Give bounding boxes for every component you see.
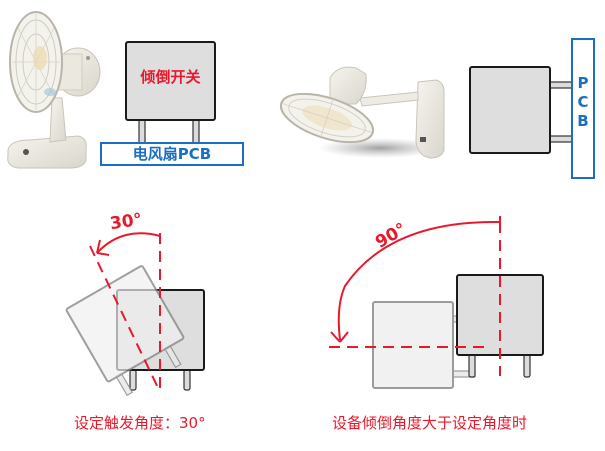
arrow-head-icon — [330, 331, 349, 343]
caption-trigger-angle: 设定触发角度：30° — [74, 414, 206, 432]
desk-fan-image — [7, 11, 101, 169]
vertical-pcb-label: P C B — [572, 74, 594, 131]
angle-arc-30 — [96, 232, 161, 254]
pcb-letter-p: P — [577, 74, 589, 92]
tilted-switch-30 — [65, 265, 185, 397]
pcb-letter-b: B — [577, 112, 589, 130]
caption-tilt-exceeds: 设备倾倒角度大于设定角度时 — [332, 414, 528, 432]
fan-pcb-board — [100, 142, 244, 166]
fallen-switch-90 — [372, 301, 476, 389]
vertical-pcb-board — [571, 38, 595, 179]
wall-fan-image — [279, 66, 445, 159]
tilt-switch-label: 倾倒开关 — [140, 68, 201, 86]
fan-pcb-label: 电风扇PCB — [132, 145, 212, 163]
pcb-letter-c: C — [577, 93, 589, 111]
arrow-head-icon — [96, 239, 110, 256]
angle-arc-90 — [337, 220, 501, 341]
tilt-switch-component — [125, 41, 216, 145]
tilt-reference-line-30 — [89, 245, 161, 393]
tilt-switch-component-rotated — [469, 66, 575, 154]
upright-switch-90 — [456, 274, 544, 378]
